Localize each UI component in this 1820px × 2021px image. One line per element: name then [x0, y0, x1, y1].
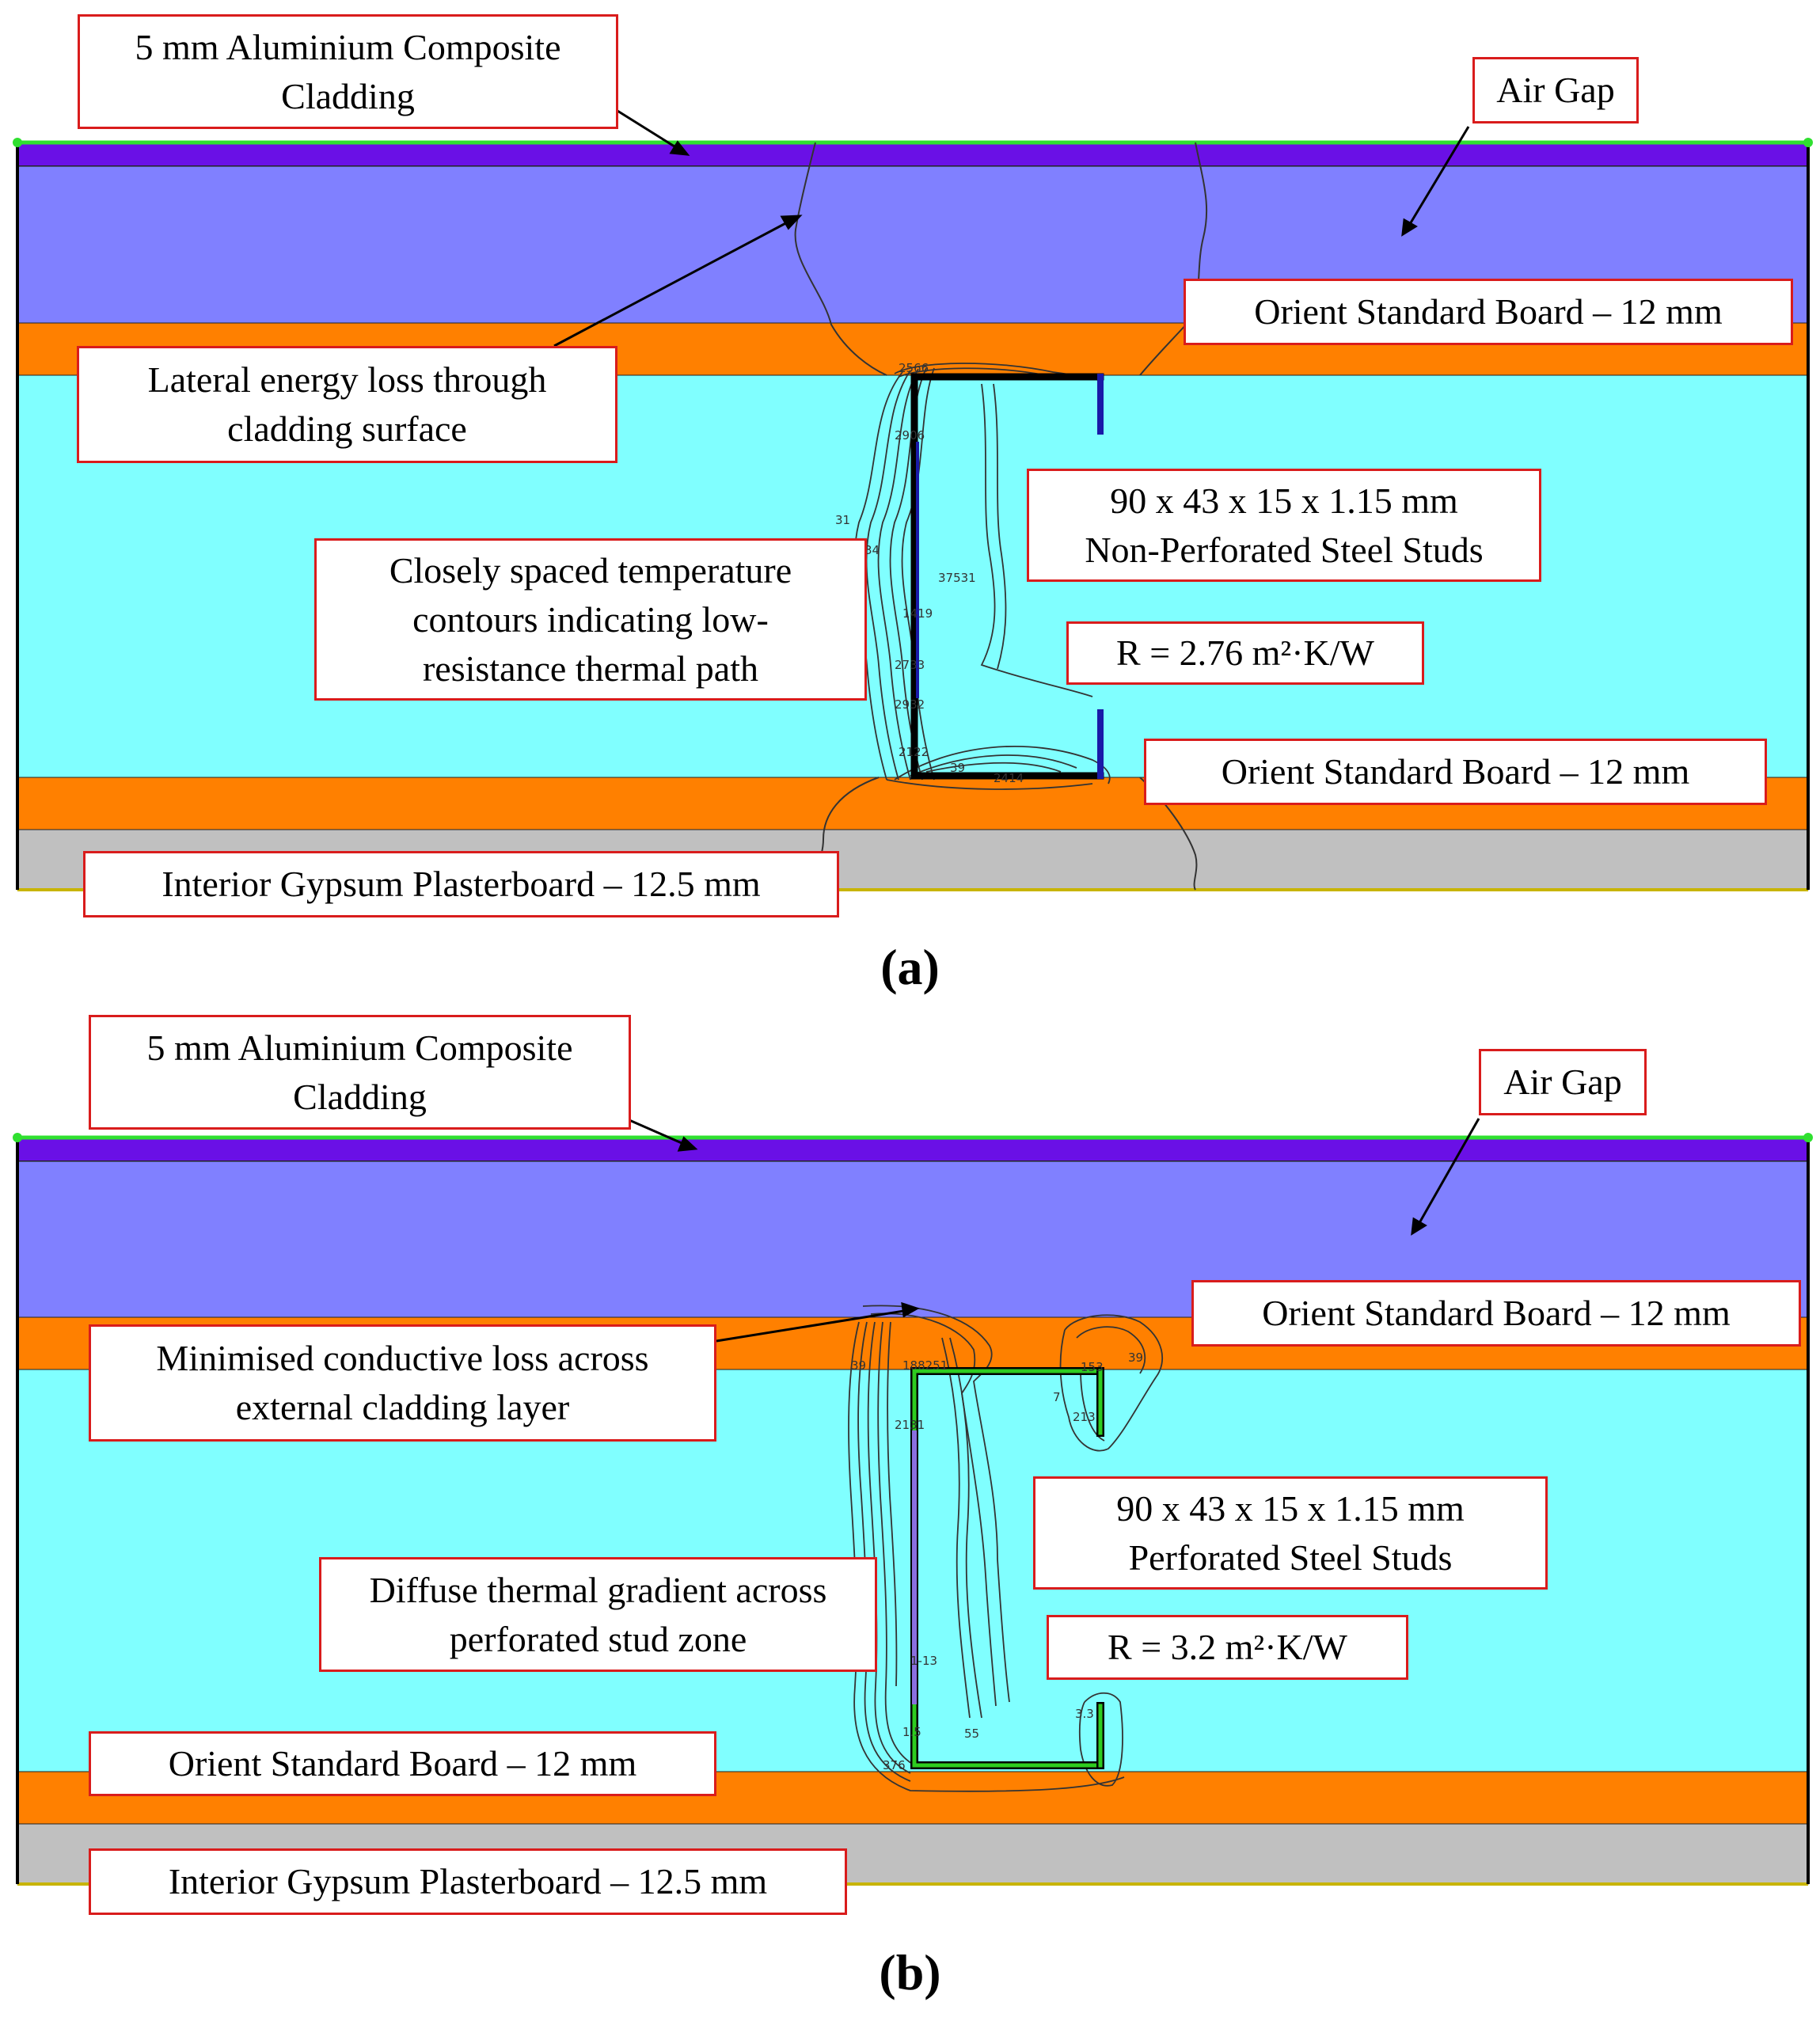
- arrowhead: [669, 140, 690, 156]
- contour-label: 39: [950, 761, 965, 775]
- contour-label: 2566: [899, 361, 929, 375]
- panel-a: 31 34 37531 2566 2906 1419 2733 2932 212…: [0, 0, 1820, 995]
- arrow-cladding: [629, 1119, 688, 1147]
- contour-label: 1-13: [910, 1654, 937, 1668]
- contour-label: 153: [1081, 1360, 1104, 1374]
- arrow-cladding: [617, 109, 682, 152]
- boundary-node: [13, 1133, 22, 1142]
- label-osb-top: Orient Standard Board – 12 mm: [1191, 1280, 1801, 1347]
- contour-label: 3.3: [1075, 1707, 1094, 1721]
- contour-label: 31: [835, 513, 850, 527]
- arrowhead: [1411, 1217, 1427, 1236]
- contour-label: 1419: [902, 606, 933, 621]
- label-osb-bottom: Orient Standard Board – 12 mm: [89, 1731, 716, 1796]
- contour-label: 2122: [899, 745, 929, 759]
- boundary-node: [1803, 1133, 1813, 1142]
- steel-stud-a: [910, 373, 1104, 780]
- caption-b: (b): [879, 1944, 941, 2000]
- panel-b: 39 188251 2131 153 39 7 213 1-13 1.5 55 …: [0, 990, 1820, 2019]
- cladding-layer: [17, 1137, 1809, 1162]
- contour-label: 39: [851, 1358, 866, 1373]
- arrowhead: [780, 215, 803, 230]
- label-osb-top: Orient Standard Board – 12 mm: [1184, 279, 1793, 345]
- label-r-value: R = 3.2 m²·K/W: [1047, 1615, 1408, 1680]
- label-gypsum: Interior Gypsum Plasterboard – 12.5 mm: [83, 851, 839, 917]
- contour-label: 2414: [994, 771, 1024, 785]
- contour-label: 39: [1128, 1350, 1143, 1365]
- label-air-gap: Air Gap: [1472, 57, 1639, 123]
- contour-label: 2131: [895, 1418, 925, 1432]
- contour-label: 188251: [902, 1358, 948, 1373]
- arrow-air-gap: [1415, 1118, 1480, 1228]
- contour-label: 376: [883, 1758, 906, 1772]
- arrow-air-gap: [1406, 126, 1470, 229]
- wall-section-b: 39 188251 2131 153 39 7 213 1-13 1.5 55 …: [13, 1118, 1813, 1886]
- contour-label: 37531: [938, 571, 976, 585]
- caption-a: (a): [880, 939, 940, 995]
- isotherm-outer: [1139, 142, 1208, 376]
- arrowhead: [901, 1301, 920, 1318]
- arrowhead: [1401, 218, 1418, 237]
- contour-label: 55: [964, 1727, 979, 1741]
- contour-label: 2733: [895, 658, 925, 672]
- arrow-minimised: [716, 1309, 910, 1343]
- contour-label: 2906: [895, 428, 925, 443]
- contour-label: 34: [864, 543, 880, 557]
- arrowhead: [677, 1136, 698, 1152]
- boundary-node: [1803, 138, 1813, 147]
- contour-label: 7: [1053, 1390, 1061, 1404]
- contour-label: 1.5: [902, 1725, 921, 1739]
- wall-section-a: 31 34 37531 2566 2906 1419 2733 2932 212…: [13, 109, 1813, 891]
- isotherm-outer: [794, 142, 887, 376]
- boundary-node: [13, 138, 22, 147]
- arrow-lateral-loss: [553, 218, 792, 348]
- steel-stud-b: [910, 1367, 1104, 1769]
- cladding-layer: [17, 142, 1809, 167]
- contour-label: 213: [1073, 1410, 1096, 1424]
- label-osb-bottom: Orient Standard Board – 12 mm: [1144, 739, 1767, 805]
- label-gypsum: Interior Gypsum Plasterboard – 12.5 mm: [89, 1848, 847, 1915]
- isotherm-cluster: [848, 1305, 1163, 1792]
- label-air-gap: Air Gap: [1479, 1049, 1647, 1115]
- contour-label: 2932: [895, 697, 925, 712]
- label-r-value: R = 2.76 m²·K/W: [1066, 621, 1424, 685]
